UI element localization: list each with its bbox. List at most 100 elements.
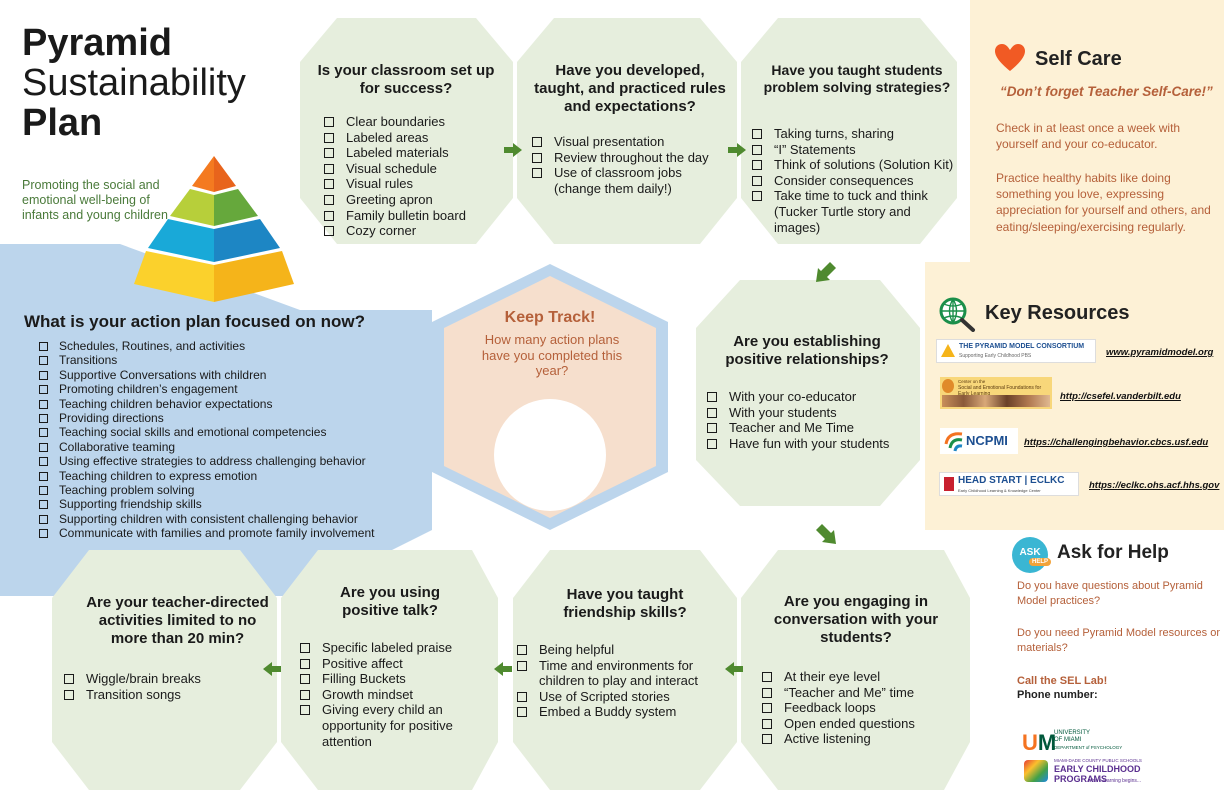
list-item: Have fun with your students [705,436,889,452]
list-item: Teaching children to express emotion [37,469,437,483]
list-item: Supporting friendship skills [37,497,437,511]
call-sel-lab: Call the SEL Lab! [1017,675,1108,687]
action-plan-title: What is your action plan focused on now? [24,312,365,331]
list-item: Transitions [37,353,437,367]
hex-problem-list: Taking turns, sharing “I” Statements Thi… [750,126,960,235]
ask-help-badge-sub: HELP [1029,558,1052,566]
resource-link[interactable]: www.pyramidmodel.org [1106,347,1214,358]
list-item: Visual schedule [322,161,466,177]
list-item: Use of classroom jobs (change them daily… [530,165,700,196]
pyramid-graphic [134,156,294,302]
list-item: With your students [705,405,889,421]
head-start-logo: HEAD START | ECLKC Early Childhood Learn… [939,472,1079,496]
ask-for-help-question-2: Do you need Pyramid Model resources or m… [1017,627,1220,655]
list-item: Transition songs [62,687,201,703]
logo-text: HEAD START | ECLKC [958,475,1065,486]
list-item: Active listening [760,731,915,747]
arrow-right-icon [504,143,522,157]
list-item: Greeting apron [322,192,466,208]
keep-track-counter-circle[interactable] [494,399,606,511]
page-title: Pyramid Sustainability Plan [22,23,246,144]
keep-track-title: Keep Track! [504,309,596,326]
list-item: Taking turns, sharing [750,126,960,142]
list-item: Providing directions [37,411,437,425]
key-resources-title: Key Resources [985,302,1130,324]
logo-subtext: Early Childhood Learning & Knowledge Cen… [958,488,1041,493]
hex-relationships-list: With your co-educator With your students… [705,389,889,451]
list-item: Supporting children with consistent chal… [37,512,437,526]
hex-positive-talk-title: Are you using positive talk? [339,584,440,619]
ask-help-icon: ASK HELP [1012,537,1052,573]
list-item: Take time to tuck and think (Tucker Turt… [750,188,930,235]
list-item: Time and environments for children to pl… [515,658,725,689]
arrow-down-left-icon [816,262,836,282]
hex-classroom-list: Clear boundaries Labeled areas Labeled m… [322,114,466,239]
list-item: Labeled materials [322,145,466,161]
list-item: At their eye level [760,669,915,685]
tagline: Promoting the social and emotional well-… [22,178,168,222]
heart-icon [995,44,1025,71]
list-item: Using effective strategies to address ch… [37,454,437,468]
list-item: Visual presentation [530,134,735,150]
children-photo-strip [942,395,1050,407]
um-u-icon: UM [1022,730,1057,755]
list-item: Open ended questions [760,716,915,732]
logo-text: EARLY CHILDHOOD PROGRAMS [1054,764,1141,784]
logo-text: Social and Emotional Foundations for Ear… [958,385,1042,397]
logo-text: UNIVERSITY [1054,730,1091,736]
list-item: Cozy corner [322,223,466,239]
globe-search-icon [939,297,975,332]
logo-text: THE PYRAMID MODEL CONSORTIUM [959,343,1085,350]
list-item: Collaborative teaming [37,440,437,454]
list-item: Being helpful [515,642,725,658]
resource-link[interactable]: http://csefel.vanderbilt.edu [1060,391,1181,402]
list-item: Supportive Conversations with children [37,368,437,382]
csefel-logo: Center on the Social and Emotional Found… [940,377,1052,409]
hex-conversation-list: At their eye level “Teacher and Me” time… [760,669,915,747]
list-item: Labeled areas [322,130,466,146]
action-plan-list: Schedules, Routines, and activities Tran… [37,339,437,540]
list-item: Teaching problem solving [37,483,437,497]
title-line-3: Plan [22,101,103,144]
arrow-left-icon [725,662,743,676]
hex-rules-title: Have you developed, taught, and practice… [534,62,726,115]
keep-track-question: How many action plans have you completed… [481,332,623,379]
list-item: Clear boundaries [322,114,466,130]
head-start-mark-icon [944,477,954,491]
pyramid-mini-icon [941,344,955,357]
hex-positive-talk-list: Specific labeled praise Positive affect … [298,640,478,749]
hex-friendship-title: Have you taught friendship skills? [563,586,687,621]
title-line-2: Sustainability [22,61,246,104]
ask-help-badge-text: ASK [1019,547,1041,558]
arrow-down-right-icon [816,524,836,544]
hex-classroom-title: Is your classroom set up for success? [317,62,495,97]
sun-icon [942,379,954,393]
list-item: Positive affect [298,656,478,672]
list-item: Promoting children’s engagement [37,382,437,396]
resource-link[interactable]: https://eclkc.ohs.acf.hhs.gov [1089,480,1220,491]
resource-link[interactable]: https://challengingbehavior.cbcs.usf.edu [1024,437,1209,448]
phone-number-label: Phone number: [1017,689,1098,701]
logo-text: MIAMI-DADE COUNTY PUBLIC SCHOOLS [1054,758,1142,763]
ncpmi-logo: NCPMI [940,428,1018,454]
hex-teacher-directed-title: Are your teacher-directed activities lim… [86,594,269,647]
list-item: “I” Statements [750,142,960,158]
hex-problem-title: Have you taught students problem solving… [763,62,951,95]
ask-for-help-title: Ask for Help [1057,542,1169,563]
self-care-text-1: Check in at least once a week with yours… [996,121,1181,152]
self-care-quote: “Don’t forget Teacher Self-Care!” [1000,84,1213,99]
pyramid-model-logo: THE PYRAMID MODEL CONSORTIUM Supporting … [936,339,1096,363]
list-item: Specific labeled praise [298,640,478,656]
list-item: Use of Scripted stories [515,689,725,705]
list-item: Filling Buckets [298,671,478,687]
university-of-miami-logo: UM UNIVERSITY OF MIAMI DEPARTMENT of PSY… [1018,728,1164,790]
hex-conversation-title: Are you engaging in conversation with yo… [773,593,939,646]
hex-relationships-title: Are you establishing positive relationsh… [725,333,889,368]
list-item: Teaching children behavior expectations [37,397,437,411]
arrow-left-icon [494,662,512,676]
list-item: Growth mindset [298,687,478,703]
self-care-text-2: Practice healthy habits like doing somet… [996,171,1211,234]
hex-teacher-directed-list: Wiggle/brain breaks Transition songs [62,671,201,702]
list-item: With your co-educator [705,389,889,405]
